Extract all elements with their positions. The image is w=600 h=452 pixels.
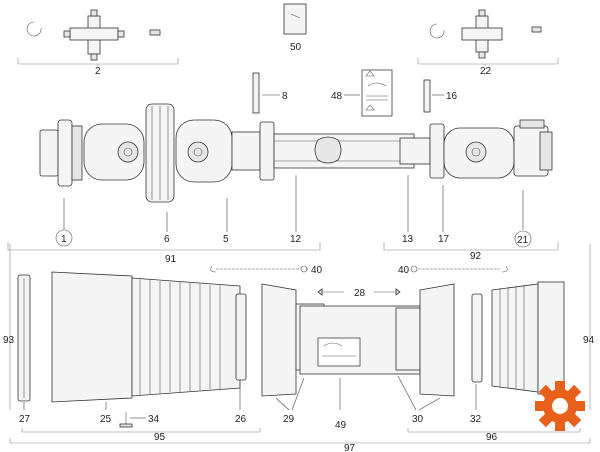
guard-cone-left-icon bbox=[51, 271, 241, 403]
label-34: 34 bbox=[148, 414, 160, 425]
label-32: 32 bbox=[470, 414, 482, 425]
label-21: 21 bbox=[517, 235, 529, 246]
pin-16-icon bbox=[423, 79, 431, 113]
label-5: 5 bbox=[223, 234, 229, 245]
screw-34-icon bbox=[119, 412, 133, 428]
universal-cross-left-icon bbox=[63, 9, 125, 61]
label-40-right: 40 bbox=[398, 265, 410, 276]
label-2: 2 bbox=[95, 66, 101, 77]
pin-8-icon bbox=[252, 72, 260, 114]
grease-nipple-left-icon bbox=[149, 29, 161, 36]
warning-sticker-48-icon bbox=[361, 69, 393, 117]
label-8: 8 bbox=[282, 91, 288, 102]
label-29: 29 bbox=[283, 414, 295, 425]
label-92: 92 bbox=[470, 251, 482, 262]
label-95: 95 bbox=[154, 432, 166, 443]
guard-cone-right-icon bbox=[491, 281, 565, 395]
universal-cross-right-icon bbox=[461, 9, 503, 59]
label-40-left: 40 bbox=[311, 265, 323, 276]
label-93: 93 bbox=[3, 335, 15, 346]
label-94: 94 bbox=[583, 335, 595, 346]
guard-tube-right-icon bbox=[395, 283, 455, 397]
label-6: 6 bbox=[164, 234, 170, 245]
manual-booklet-icon bbox=[283, 3, 307, 35]
group-bracket-2 bbox=[17, 58, 179, 66]
label-28: 28 bbox=[354, 288, 366, 299]
bearing-ring-32-icon bbox=[471, 293, 483, 383]
label-1: 1 bbox=[61, 234, 67, 245]
bearing-ring-26-icon bbox=[235, 293, 247, 381]
safety-chain-right-icon bbox=[410, 265, 508, 273]
grease-nipple-right-icon bbox=[531, 26, 542, 33]
bearing-ring-27-icon bbox=[17, 274, 31, 402]
label-27: 27 bbox=[19, 414, 31, 425]
circlip-right-icon bbox=[429, 23, 445, 39]
label-13: 13 bbox=[402, 234, 414, 245]
label-91: 91 bbox=[165, 254, 177, 265]
label-17: 17 bbox=[438, 234, 450, 245]
circlip-left-icon bbox=[26, 21, 42, 37]
label-96: 96 bbox=[486, 432, 498, 443]
label-50: 50 bbox=[290, 42, 302, 53]
drive-shaft-assembly bbox=[39, 103, 553, 203]
label-48: 48 bbox=[331, 91, 343, 102]
gear-logo-icon bbox=[535, 381, 585, 431]
label-26: 26 bbox=[235, 414, 247, 425]
label-97: 97 bbox=[344, 443, 356, 452]
safety-chain-left-icon bbox=[210, 265, 308, 273]
label-30: 30 bbox=[412, 414, 424, 425]
label-49: 49 bbox=[335, 420, 347, 431]
group-bracket-22 bbox=[417, 58, 559, 66]
label-22: 22 bbox=[480, 66, 492, 77]
label-25: 25 bbox=[100, 414, 112, 425]
screws-28-icon bbox=[317, 288, 401, 296]
label-12: 12 bbox=[290, 234, 302, 245]
label-16: 16 bbox=[446, 91, 458, 102]
